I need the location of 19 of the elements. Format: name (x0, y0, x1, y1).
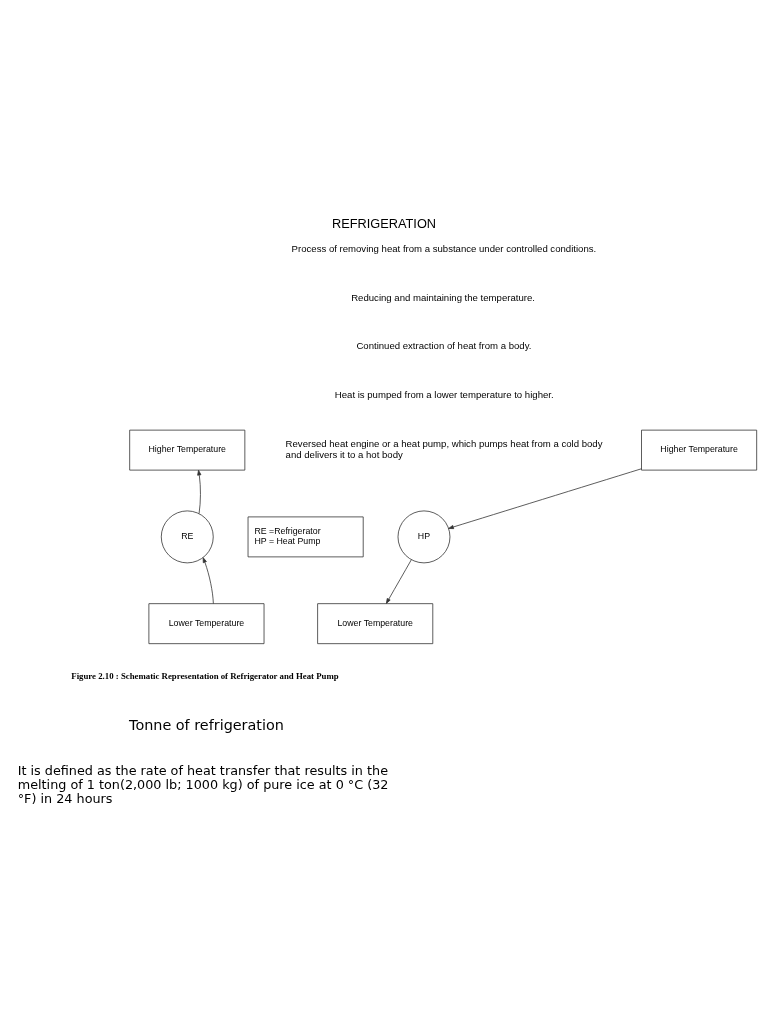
label: Continued extraction of heat from a body. (356, 339, 532, 351)
label: Reducing and maintaining the temperature. (351, 291, 535, 303)
node-circle: HP (397, 510, 451, 563)
node-box: RE =Refrigerator HP = Heat Pump (247, 516, 364, 557)
node-box: Lower Temperature (148, 602, 265, 644)
node-box: Lower Temperature (317, 602, 434, 644)
node-box: Higher Temperature (129, 429, 246, 470)
diagram-title: REFRIGERATION (331, 215, 437, 231)
arrow (197, 469, 202, 514)
node-box: Higher Temperature (641, 429, 758, 470)
label: Process of removing heat from a substance under controlled conditions. (291, 242, 597, 254)
caption: Figure 2.10 : Schematic Representation of Refrigerator and Heat Pump (71, 670, 339, 681)
label: Reversed heat engine or a heat pump, which pumps heat from a cold body and delivers it to a hot body (285, 437, 603, 460)
arrow (202, 556, 214, 604)
label: Tonne of refrigeration (129, 716, 284, 733)
arrow (385, 558, 412, 604)
label: It is defined as the rate of heat transfer that results in the melting of 1 ton(2,000 lb; 1000 kg) of pure ice at 0 °C (32 °F) in 24 hours (17, 762, 389, 806)
label: Heat is pumped from a lower temperature to higher. (334, 388, 554, 400)
arrow (448, 467, 642, 529)
